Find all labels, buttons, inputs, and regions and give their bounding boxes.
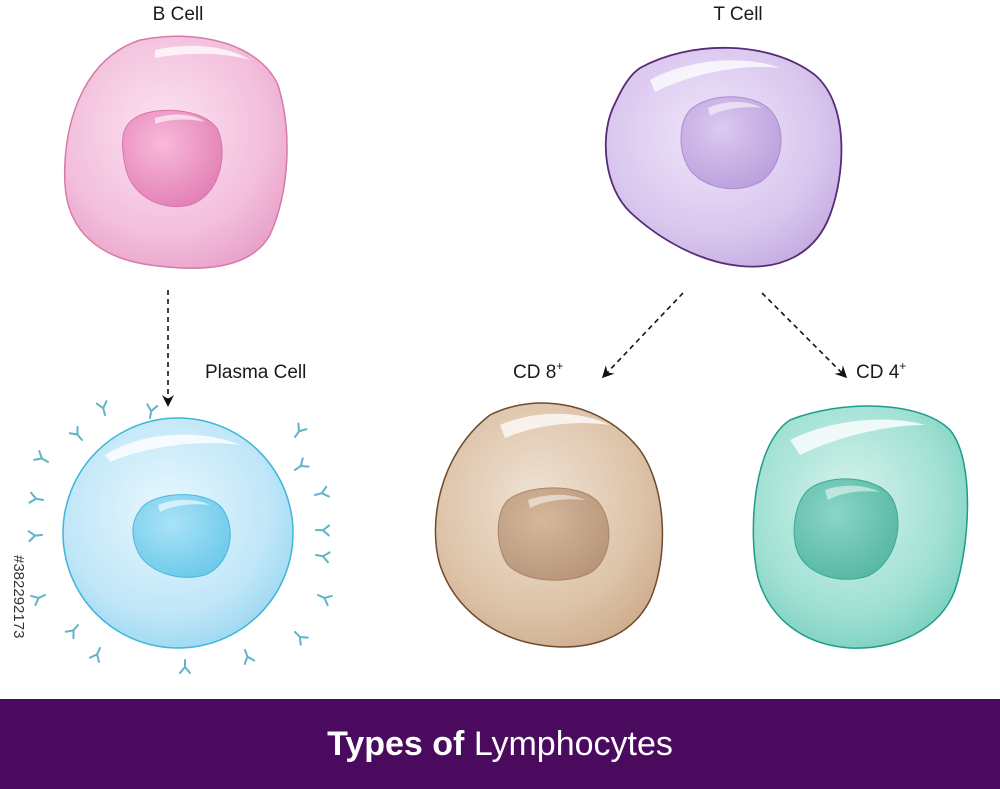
plasma-cell-nucleus bbox=[132, 494, 231, 578]
t-to-cd4-arrow bbox=[761, 292, 848, 379]
plasma-cell-label: Plasma Cell bbox=[205, 362, 306, 383]
lymphocyte-diagram: B Cell Plasma Cell bbox=[27, 4, 969, 674]
footer-title-bold: Types of bbox=[327, 724, 465, 763]
t-cell bbox=[604, 46, 843, 268]
cd8-cell-nucleus bbox=[497, 487, 610, 581]
b-cell-label: B Cell bbox=[153, 4, 204, 25]
t-to-cd8-arrow bbox=[601, 292, 684, 379]
b-cell-nucleus bbox=[122, 109, 223, 207]
t-cell-label: T Cell bbox=[713, 4, 762, 25]
t-cell-nucleus bbox=[680, 96, 782, 190]
cd8-label: CD 8+ bbox=[513, 359, 563, 383]
footer-title: Types of Lymphocytes bbox=[327, 725, 673, 764]
cd4-cell-nucleus bbox=[793, 478, 899, 580]
plasma-cell bbox=[27, 400, 333, 674]
b-cell bbox=[63, 35, 288, 269]
footer-title-light: Lymphocytes bbox=[473, 724, 673, 763]
footer-banner: Types of Lymphocytes bbox=[0, 699, 1000, 789]
cd8-cell bbox=[434, 402, 664, 648]
stock-id: #382292173 bbox=[10, 555, 27, 639]
cd4-label: CD 4+ bbox=[856, 359, 906, 383]
cd4-cell bbox=[752, 405, 969, 649]
